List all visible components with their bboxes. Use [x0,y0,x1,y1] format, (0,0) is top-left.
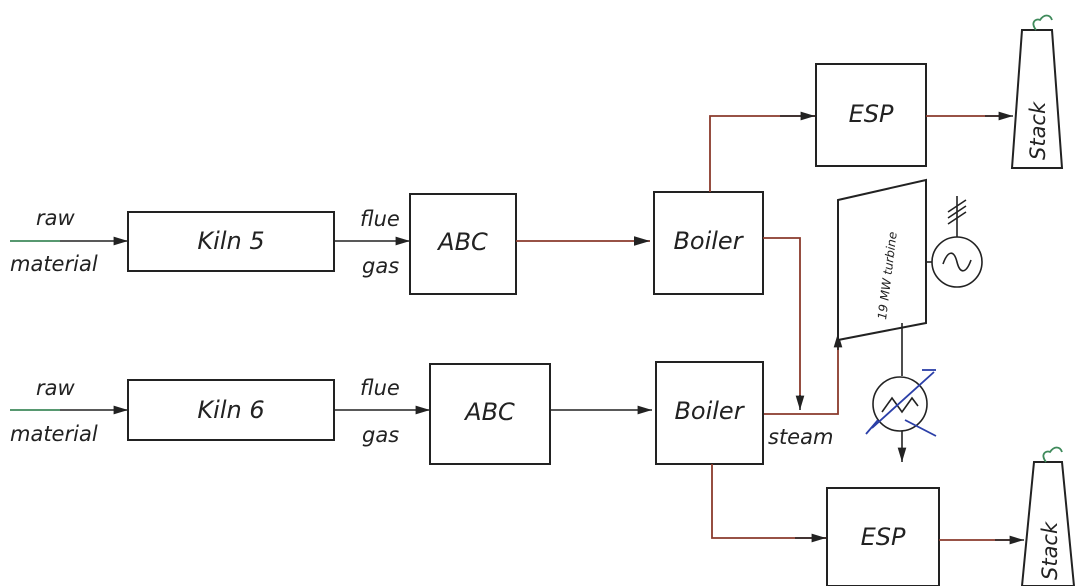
abc-unit-top: ABC [409,193,517,295]
generator-icon [926,196,983,288]
steam-line-top [763,237,805,410]
esp-unit-top: ESP [815,63,927,167]
kiln-5-label: Kiln 5 [197,227,264,255]
steam-label: steam [768,425,833,449]
stack-label-top: Stack [1026,101,1050,160]
kiln-6-label: Kiln 6 [197,396,264,424]
stack-top: Stack [1010,14,1064,169]
stack-label-bottom: Stack [1038,521,1062,580]
esp-unit-bottom: ESP [826,487,940,586]
abc-label-bottom: ABC [463,398,515,426]
boiler-label-bottom: Boiler [674,397,745,425]
boiler-unit-top: Boiler [653,191,764,295]
esp-label-top: ESP [849,100,894,128]
gas-label-top: gas [362,254,399,278]
boiler-label-top: Boiler [673,227,744,255]
flue-gas-stream-top: flue gas [334,207,410,278]
material-label-bottom: material [10,422,98,446]
abc-label-top: ABC [436,228,488,256]
esp-label-bottom: ESP [861,523,906,551]
material-label-top: material [10,252,98,276]
flue-gas-stream-bottom: flue gas [334,376,430,447]
exhaust-icon [1042,446,1063,463]
steam-line-bottom: steam [763,333,843,449]
turbine-unit: 19 MW turbine [837,178,927,342]
raw-label-top: raw [36,206,76,230]
flue-label-bottom: flue [360,376,400,400]
condenser-icon [865,323,937,462]
raw-label-bottom: raw [36,376,76,400]
exhaust-icon [1032,14,1053,31]
raw-material-feed-top: raw material [10,206,128,276]
abc-unit-bottom: ABC [429,363,551,465]
gas-label-bottom: gas [362,423,399,447]
kiln-6-unit: Kiln 6 [127,379,335,441]
raw-material-feed-bottom: raw material [10,376,128,446]
flue-label-top: flue [360,207,400,231]
boiler-unit-bottom: Boiler [655,361,764,465]
stack-bottom: Stack [1020,446,1075,586]
boiler-to-esp-top [709,111,815,192]
kiln-5-unit: Kiln 5 [127,211,335,272]
boiler-to-esp-bottom [711,464,826,543]
